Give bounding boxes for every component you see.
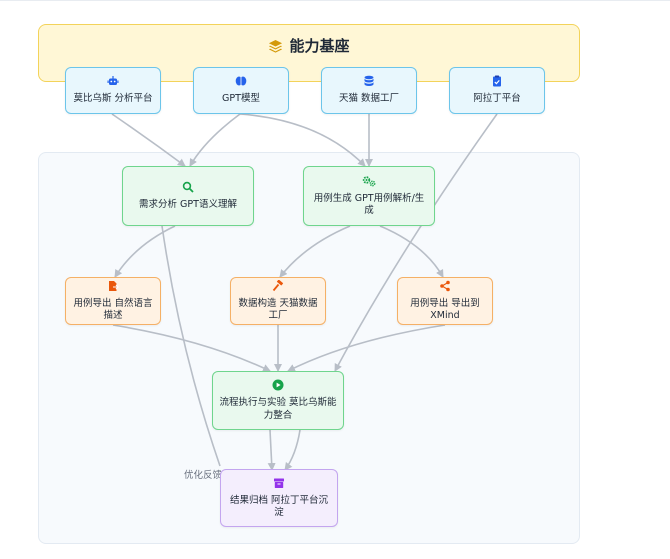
node-case-generation[interactable]: 用例生成 GPT用例解析/生成 [303,166,435,226]
file-export-icon [107,280,119,292]
robot-icon [107,75,119,87]
play-circle-icon [272,379,284,391]
search-icon [182,181,194,193]
node-export-xmind[interactable]: 用例导出 导出到 XMind [397,277,493,325]
share-icon [439,280,451,292]
feedback-label: 优化反馈 [184,470,223,481]
panel-title: 能力基座 [39,35,579,58]
edge-aladdin-exec [334,113,498,372]
edge-exec-result-right [284,429,301,471]
edge-xmind-exec [287,324,446,372]
archive-icon [273,477,285,489]
gears-icon [362,175,376,187]
node-data-construction[interactable]: 数据构造 天猫数据工厂 [230,277,326,325]
node-tmall-data-factory[interactable]: 天猫 数据工厂 [321,67,417,114]
node-requirement-analysis[interactable]: 需求分析 GPT语义理解 [122,166,254,226]
node-process-execution[interactable]: 流程执行与实验 莫比乌斯能力整合 [212,371,344,430]
node-result-archive[interactable]: 结果归档 阿拉丁平台沉淀 [220,469,338,527]
edge-exec-result-left [267,429,276,471]
edge-gpt-casegen [239,113,366,167]
node-export-natural-language[interactable]: 用例导出 自然语言描述 [65,277,161,325]
edge-casegen-xmind [379,225,444,278]
edge-casegen-datagen [279,225,351,278]
top-divider [0,0,670,1]
edge-moby-req [111,113,186,167]
node-moby-platform[interactable]: 莫比乌斯 分析平台 [65,67,161,114]
brain-icon [235,75,247,87]
edge-gpt-req [189,113,241,167]
edge-exportnl-exec [112,324,271,372]
hammer-icon [272,279,284,292]
edge-req-result [161,225,221,467]
layers-icon [268,39,283,58]
edge-req-exportnl [114,225,176,278]
clipboard-check-icon [491,75,503,87]
database-icon [363,75,375,87]
node-gpt-model[interactable]: GPT模型 [193,67,289,114]
node-aladdin-platform[interactable]: 阿拉丁平台 [449,67,545,114]
